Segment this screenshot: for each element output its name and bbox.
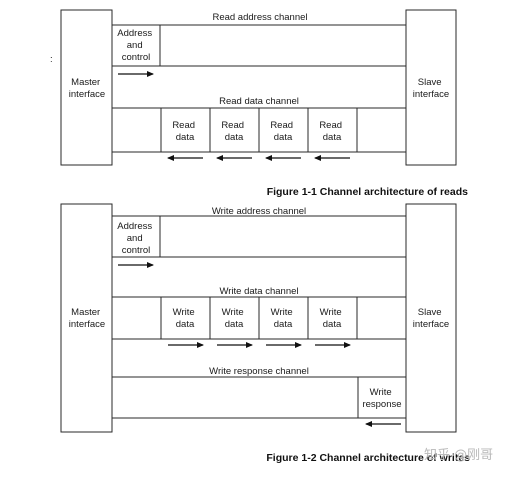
watermark-text: 知乎 @刚哥 (424, 447, 493, 463)
write-response-label: Write response (362, 387, 401, 410)
write-response-channel-band (111, 376, 407, 419)
address-control-cell (111, 215, 161, 258)
write-data-cell (258, 296, 309, 340)
read-data-cell (209, 107, 260, 153)
read-data-cell-label: Read data (319, 120, 344, 143)
read-data-cell (307, 107, 358, 153)
slave-interface-box (405, 9, 457, 166)
write-address-channel-label: Write address channel (212, 206, 306, 217)
slave-interface-box (405, 203, 457, 433)
read-data-cell-label: Read data (270, 120, 295, 143)
master-interface-box (60, 9, 113, 166)
write-data-cell-label: Write data (271, 307, 296, 330)
read-data-cell-label: Read data (221, 120, 246, 143)
read-address-channel-label: Read address channel (212, 12, 307, 23)
write-figure-caption: Figure 1-2 Channel architecture of write… (266, 452, 470, 464)
read-address-channel-band (111, 24, 407, 67)
write-data-cell-label: Write data (173, 307, 198, 330)
stray-colon: : (50, 54, 53, 65)
read-figure-caption: Figure 1-1 Channel architecture of reads (267, 186, 468, 198)
master-interface-label: Master interface (69, 77, 105, 100)
read-data-channel-label: Read data channel (219, 96, 299, 107)
write-address-channel-band (111, 215, 407, 258)
write-data-cell (160, 296, 211, 340)
write-response-cell (357, 376, 407, 419)
slave-interface-label: Slave interface (413, 77, 449, 100)
address-control-label: Address and control (117, 221, 155, 256)
address-control-label: Address and control (117, 28, 155, 63)
read-data-cell (160, 107, 211, 153)
read-architecture-diagram: Master interface Slave interface Read ad… (60, 9, 468, 198)
read-data-cell-label: Read data (172, 120, 197, 143)
master-interface-label: Master interface (69, 307, 105, 330)
write-response-channel-label: Write response channel (209, 366, 309, 377)
slave-interface-label: Slave interface (413, 307, 449, 330)
read-data-cell (258, 107, 309, 153)
write-data-cell-label: Write data (320, 307, 345, 330)
write-data-cell-label: Write data (222, 307, 247, 330)
master-interface-box (60, 203, 113, 433)
write-data-cell (209, 296, 260, 340)
write-architecture-diagram: Master interface Slave interface Write a… (60, 203, 470, 464)
write-data-channel-label: Write data channel (219, 286, 298, 297)
write-data-cell (307, 296, 358, 340)
address-control-cell (111, 24, 161, 67)
